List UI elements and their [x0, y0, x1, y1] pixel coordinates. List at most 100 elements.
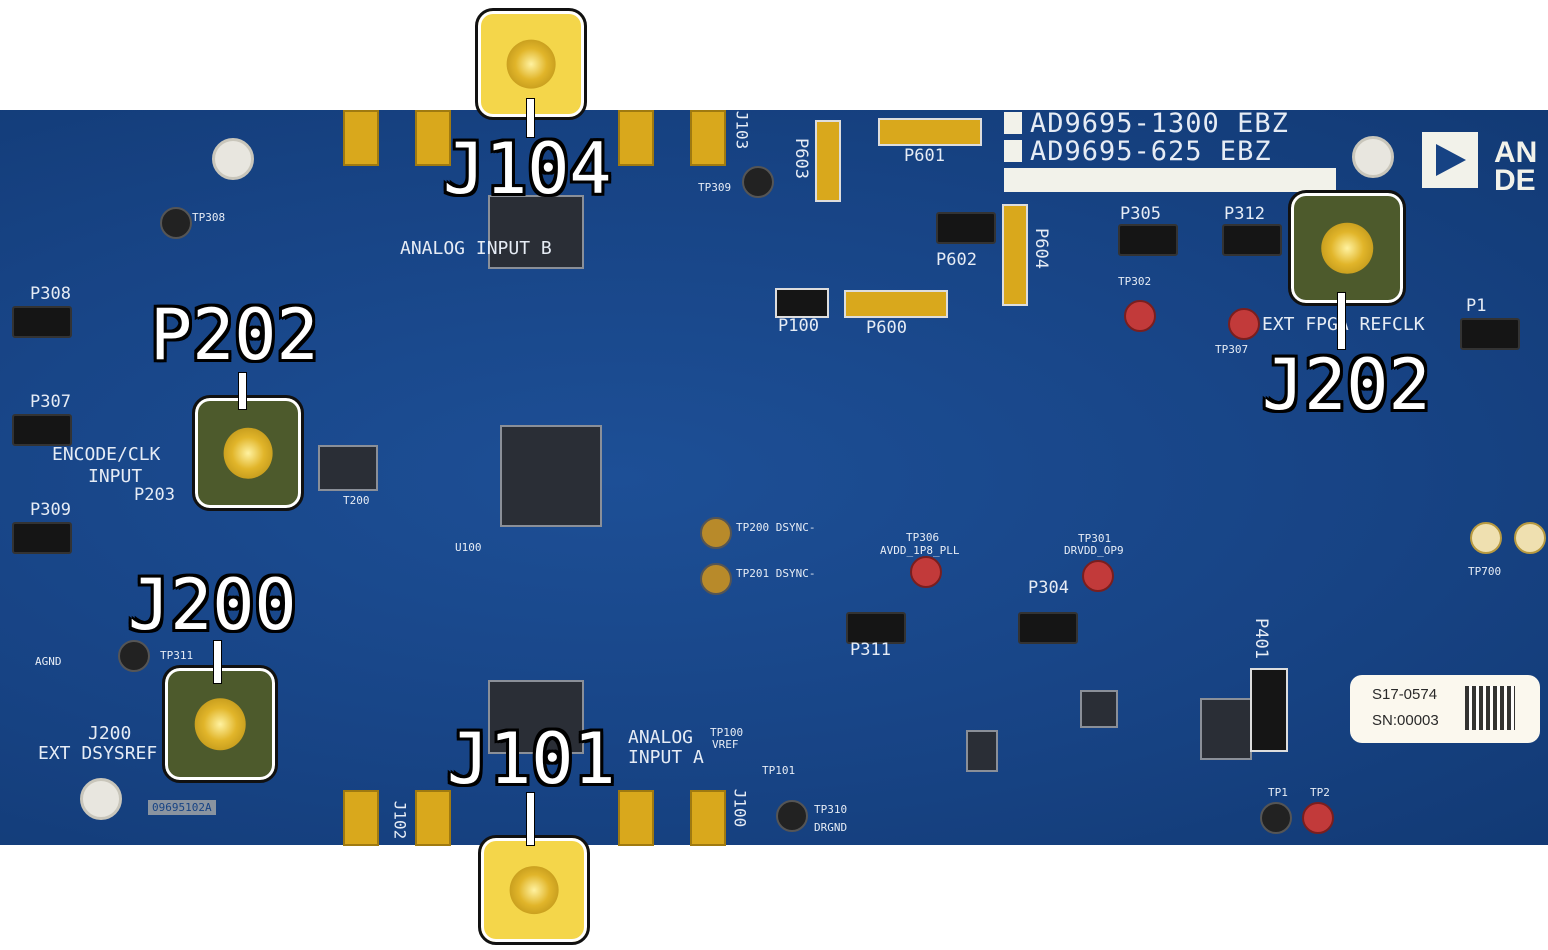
ext-dsysref-label: EXT DSYSREF — [38, 743, 158, 764]
sma-connector-icon — [223, 427, 273, 479]
sma-connector-icon — [194, 698, 246, 750]
test-point-tp310[interactable] — [776, 800, 808, 832]
sticker-serial-number: SN:00003 — [1372, 712, 1439, 729]
p401-label: P401 — [1250, 618, 1271, 659]
svg-text:AN: AN — [1494, 136, 1537, 169]
edge-pad — [415, 790, 451, 846]
jumper-p305[interactable] — [1118, 224, 1178, 256]
callout-j101: J101 — [447, 718, 616, 800]
p308-label: P308 — [30, 284, 71, 304]
p604-label: P604 — [1030, 228, 1051, 269]
test-point-tp1[interactable] — [1260, 802, 1292, 834]
callout-p202: P202 — [150, 294, 319, 376]
jumper-p602[interactable] — [936, 212, 996, 244]
j100-label: J100 — [730, 788, 750, 828]
agnd-label: AGND — [35, 655, 62, 668]
t200-label: T200 — [343, 494, 370, 507]
p307-label: P307 — [30, 392, 71, 412]
connector-j202[interactable] — [1288, 190, 1406, 306]
mounting-hole — [1352, 136, 1394, 178]
tp2-label: TP2 — [1310, 786, 1330, 799]
test-point-tp302[interactable] — [1124, 300, 1156, 332]
sma-connector-icon — [1321, 222, 1373, 274]
callout-stem — [238, 372, 247, 410]
encode-input-label: INPUT — [88, 466, 143, 487]
tp309-label: TP309 — [698, 181, 732, 194]
test-point-tp307[interactable] — [1228, 308, 1260, 340]
tp310-label: TP310 — [814, 803, 848, 816]
test-point[interactable] — [1514, 522, 1546, 554]
callout-stem — [526, 792, 535, 846]
jumper-p309[interactable] — [12, 522, 72, 554]
sma-connector-icon — [506, 39, 556, 89]
title-box — [1004, 112, 1022, 134]
edge-pad — [618, 790, 654, 846]
callout-j104: J104 — [443, 128, 612, 210]
header-p601[interactable] — [878, 118, 982, 146]
jumper-p1[interactable] — [1460, 318, 1520, 350]
tp308-label: TP308 — [192, 211, 226, 224]
jumper-p312[interactable] — [1222, 224, 1282, 256]
balun-a — [488, 680, 584, 754]
header-p603[interactable] — [815, 120, 841, 202]
p203-label: P203 — [134, 485, 175, 505]
test-point-tp201[interactable] — [700, 563, 732, 595]
jumper-p307[interactable] — [12, 414, 72, 446]
callout-stem — [213, 640, 222, 684]
transformer-t200 — [318, 445, 378, 491]
tp200-label: TP200 DSYNC- — [736, 521, 816, 534]
connector-j101[interactable] — [478, 835, 590, 945]
test-point-tp309[interactable] — [742, 166, 774, 198]
chip-u504 — [1080, 690, 1118, 728]
p602-label: P602 — [936, 250, 977, 270]
p305-label: P305 — [1120, 204, 1161, 224]
tp307-label: TP307 — [1215, 343, 1249, 356]
board-title-2: AD9695-625 EBZ — [1030, 136, 1272, 167]
tp311-label: TP311 — [160, 649, 194, 662]
datamatrix-barcode — [1465, 686, 1515, 730]
analog-input-b-label: ANALOG INPUT B — [400, 238, 552, 259]
edge-pad — [690, 790, 726, 846]
balun-b — [488, 195, 584, 269]
avdd-label: AVDD_1P8_PLL — [880, 544, 960, 557]
test-point-tp200[interactable] — [700, 517, 732, 549]
chip-u503 — [966, 730, 998, 772]
svg-text:DE: DE — [1494, 164, 1536, 196]
test-point-tp308[interactable] — [160, 207, 192, 239]
analog-input-a-label: ANALOG INPUT A — [628, 727, 704, 768]
header-p604[interactable] — [1002, 204, 1028, 306]
title-bar — [1004, 168, 1336, 192]
board-title-1: AD9695-1300 EBZ — [1030, 108, 1289, 139]
connector-j104[interactable] — [475, 8, 587, 120]
tp1-label: TP1 — [1268, 786, 1288, 799]
tp201-label: TP201 DSYNC- — [736, 567, 816, 580]
u100-label: U100 — [455, 541, 482, 554]
test-point-tp311[interactable] — [118, 640, 150, 672]
header-p600[interactable] — [844, 290, 948, 318]
tp306-label: TP306 — [906, 531, 940, 544]
mounting-hole — [212, 138, 254, 180]
test-point-tp301[interactable] — [1082, 560, 1114, 592]
test-point-tp306[interactable] — [910, 556, 942, 588]
header-p100[interactable] — [775, 288, 829, 318]
drvdd-label: DRVDD_OP9 — [1064, 544, 1124, 557]
connector-p202[interactable] — [192, 395, 304, 511]
title-box — [1004, 140, 1022, 162]
p312-label: P312 — [1224, 204, 1265, 224]
header-p401[interactable] — [1250, 668, 1288, 752]
adc-chip-u100 — [500, 425, 602, 527]
sticker-part-number: S17-0574 — [1372, 686, 1438, 703]
p311-label: P311 — [850, 640, 891, 660]
jumper-p304[interactable] — [1018, 612, 1078, 644]
jumper-p308[interactable] — [12, 306, 72, 338]
p304-label: P304 — [1028, 578, 1069, 598]
connector-j200[interactable] — [162, 665, 278, 783]
test-point-tp700[interactable] — [1470, 522, 1502, 554]
edge-pad — [415, 110, 451, 166]
tp301-label: TP301 — [1078, 532, 1112, 545]
test-point-tp2[interactable] — [1302, 802, 1334, 834]
p309-label: P309 — [30, 500, 71, 520]
jumper-p311[interactable] — [846, 612, 906, 644]
